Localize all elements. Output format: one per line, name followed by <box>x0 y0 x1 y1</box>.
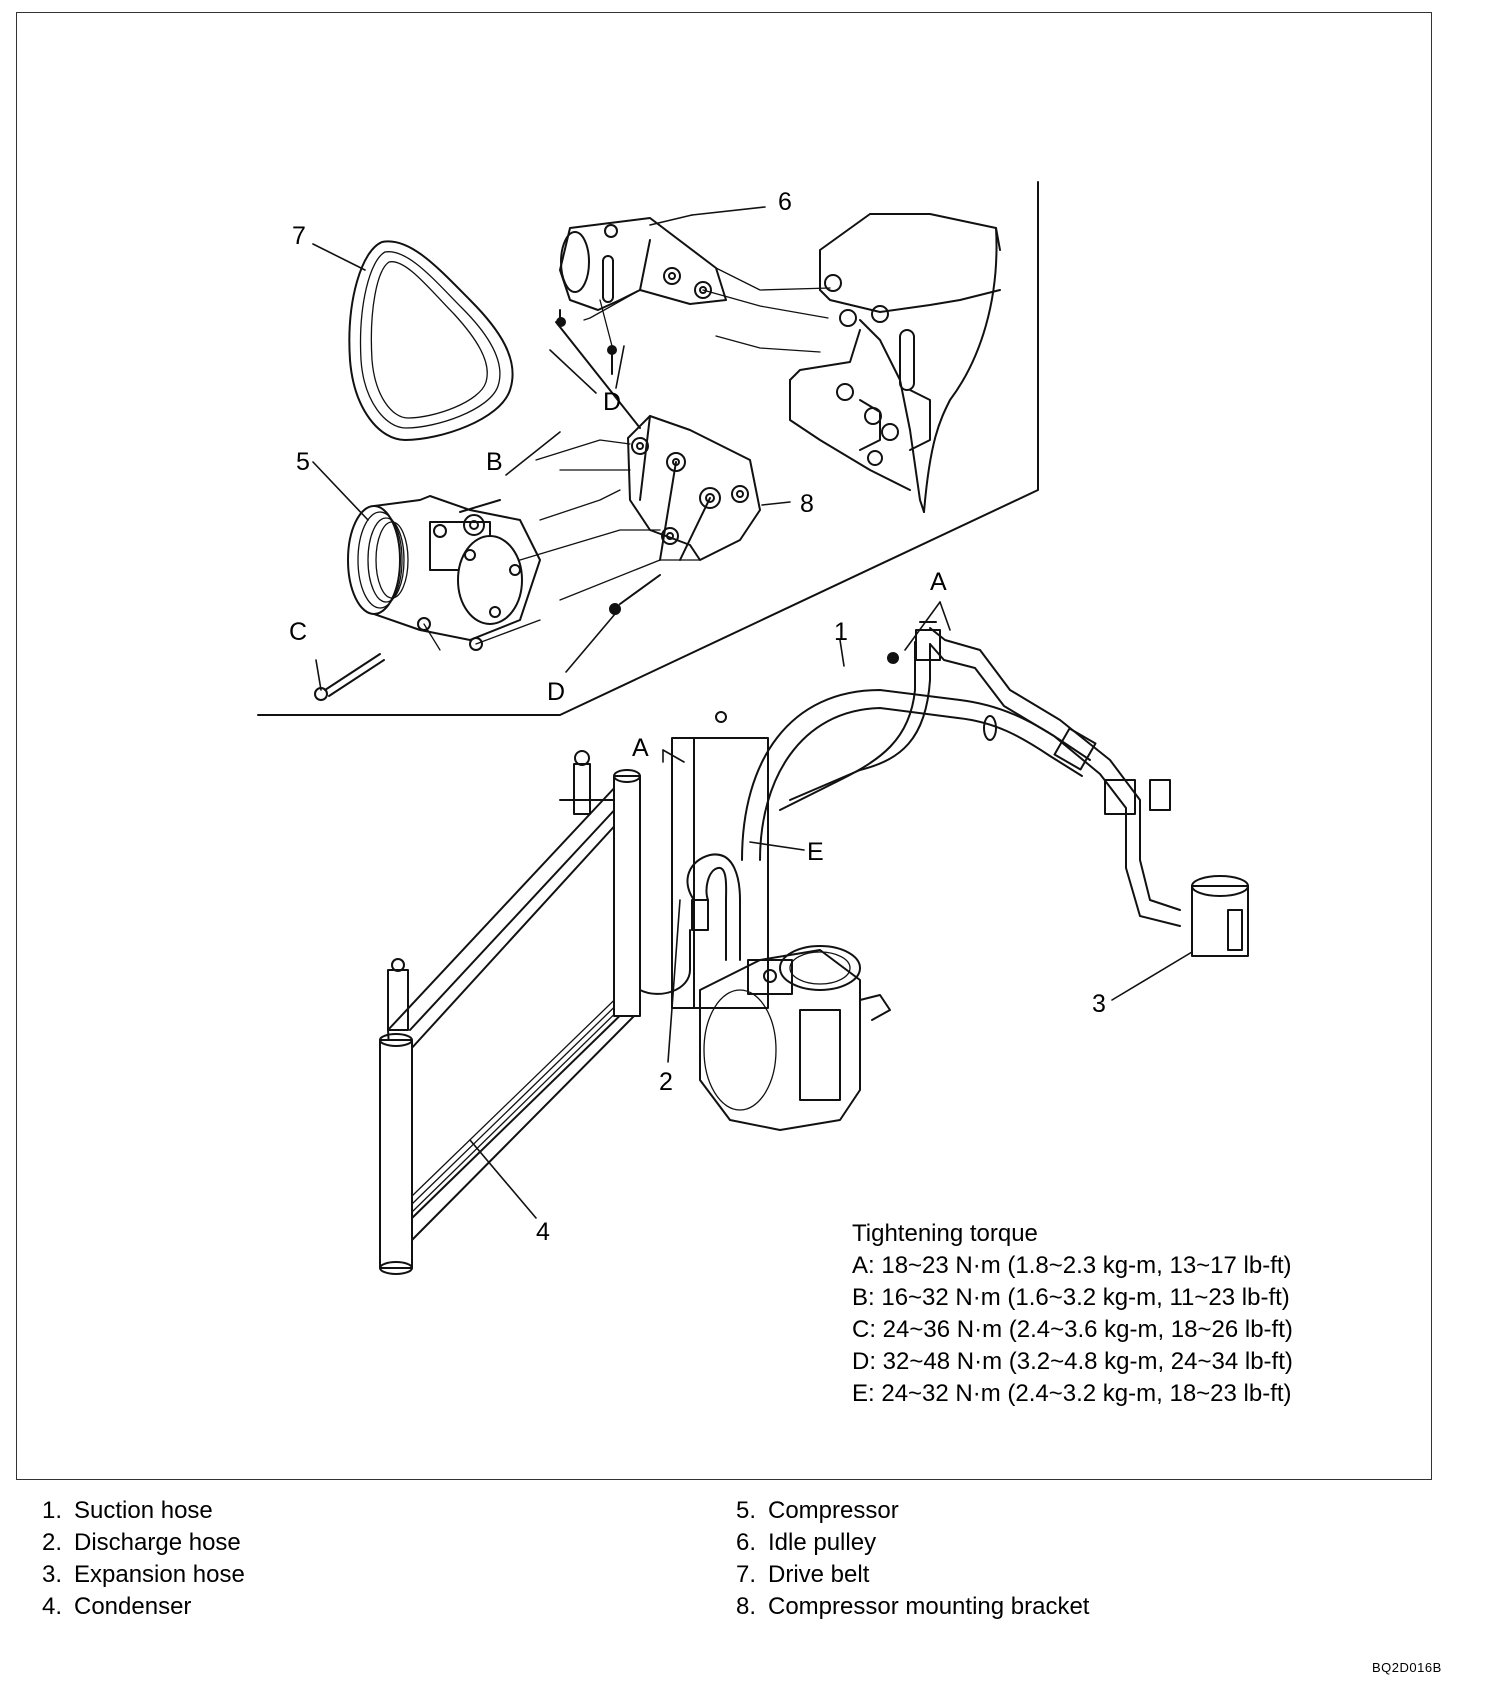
suction-hose <box>741 689 1097 861</box>
callout-d-upper: D <box>603 388 621 416</box>
pipe-joint-a <box>887 621 941 664</box>
callout-b: B <box>486 448 503 476</box>
torque-line-d: D: 32~48 N·m (3.2~4.8 kg-m, 24~34 lb-ft) <box>852 1348 1293 1375</box>
torque-line-b: B: 16~32 N·m (1.6~3.2 kg-m, 11~23 lb-ft) <box>852 1284 1290 1311</box>
legend-item: 8.Compressor mounting bracket <box>735 1593 1090 1620</box>
pipe-lines <box>779 627 1181 927</box>
bolt-c <box>314 653 385 701</box>
callout-4: 4 <box>536 1218 550 1246</box>
callout-d-lower: D <box>547 678 565 706</box>
callout-e: E <box>807 838 824 866</box>
compressor-mounting-bracket <box>627 415 761 561</box>
bolt-b <box>555 309 641 429</box>
compressor-upper <box>347 495 541 651</box>
legend-item: 2.Discharge hose <box>41 1529 241 1556</box>
upper-panel-border <box>257 181 1039 716</box>
diagram-frame <box>16 12 1432 1480</box>
engine-block <box>789 213 1001 513</box>
callout-5: 5 <box>296 448 310 476</box>
legend-item: 4.Condenser <box>41 1593 192 1620</box>
compressor-lower <box>699 945 891 1131</box>
callout-1: 1 <box>834 618 848 646</box>
callout-3: 3 <box>1092 990 1106 1018</box>
tightening-torque-spec: Tightening torque A: 18~23 N·m (1.8~2.3 … <box>852 1218 1293 1410</box>
legend-item: 3.Expansion hose <box>41 1561 245 1588</box>
condenser <box>379 750 641 1275</box>
expansion-hose-block <box>1191 875 1249 957</box>
callout-2: 2 <box>659 1068 673 1096</box>
bolt-d-lower <box>609 574 661 615</box>
torque-title: Tightening torque <box>852 1220 1038 1247</box>
torque-line-c: C: 24~36 N·m (2.4~3.6 kg-m, 18~26 lb-ft) <box>852 1316 1293 1343</box>
figure-code: BQ2D016B <box>1372 1660 1442 1675</box>
callout-c: C <box>289 618 307 646</box>
legend-item: 6.Idle pulley <box>735 1529 877 1556</box>
legend-item: 1.Suction hose <box>41 1497 213 1524</box>
torque-line-e: E: 24~32 N·m (2.4~3.2 kg-m, 18~23 lb-ft) <box>852 1380 1292 1407</box>
parts-legend-right: 5.Compressor 6.Idle pulley 7.Drive belt … <box>718 1495 1089 1623</box>
leader-lines <box>312 206 1193 1219</box>
torque-line-a: A: 18~23 N·m (1.8~2.3 kg-m, 13~17 lb-ft) <box>852 1252 1292 1279</box>
parts-legend-left: 1.Suction hose 2.Discharge hose 3.Expans… <box>24 1495 245 1623</box>
legend-item: 7.Drive belt <box>735 1561 870 1588</box>
idle-pulley-bracket <box>559 217 727 311</box>
callout-6: 6 <box>778 188 792 216</box>
discharge-hose <box>639 711 769 1009</box>
callout-a-mid: A <box>632 734 649 762</box>
legend-item: 5.Compressor <box>735 1497 899 1524</box>
callout-7: 7 <box>292 222 306 250</box>
callout-a-top: A <box>930 568 947 596</box>
drive-belt <box>348 240 514 441</box>
callout-8: 8 <box>800 490 814 518</box>
